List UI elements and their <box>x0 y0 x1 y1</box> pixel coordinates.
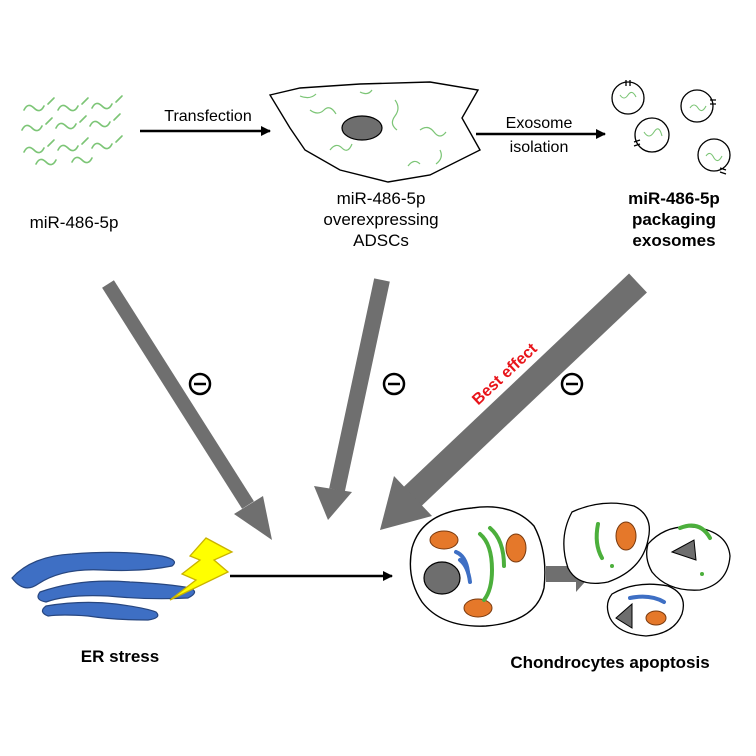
er-organelle-icon <box>11 551 196 621</box>
adsc-label: miR-486-5p overexpressing ADSCs <box>306 188 456 251</box>
adsc-label-line3: ADSCs <box>353 231 409 250</box>
inhibition-symbol-icon <box>188 372 584 396</box>
exosome-label-line2: packaging <box>631 210 717 229</box>
exosome-label-line1: miR-486-5p <box>628 189 720 208</box>
inhibition-arrow-exosome <box>380 273 647 530</box>
apoptotic-bodies-icon <box>563 502 731 637</box>
er-stress-label: ER stress <box>80 647 160 666</box>
isolation-label: Exosome isolation <box>480 112 598 160</box>
isolation-label-line2: isolation <box>509 139 569 156</box>
transfection-label: Transfection <box>164 108 252 125</box>
lightning-bolt-icon <box>169 537 234 601</box>
inhibition-arrow-adsc <box>314 278 390 520</box>
mirna-label: miR-486-5p <box>29 213 119 232</box>
exosome-label-line3: exosomes <box>632 231 716 250</box>
chondrocyte-cell-icon <box>409 506 546 627</box>
exosome-vesicles-icon <box>611 80 731 175</box>
adsc-label-line2: overexpressing <box>323 210 439 229</box>
adsc-label-line1: miR-486-5p <box>336 189 426 208</box>
apoptosis-label: Chondrocytes apoptosis <box>510 653 710 672</box>
adsc-cell-icon <box>268 81 481 183</box>
mirna-strands-icon <box>21 95 123 166</box>
isolation-label-line1: Exosome <box>505 115 573 132</box>
inhibition-arrow-mirna <box>102 280 272 540</box>
exosome-label: miR-486-5p packaging exosomes <box>606 188 742 251</box>
